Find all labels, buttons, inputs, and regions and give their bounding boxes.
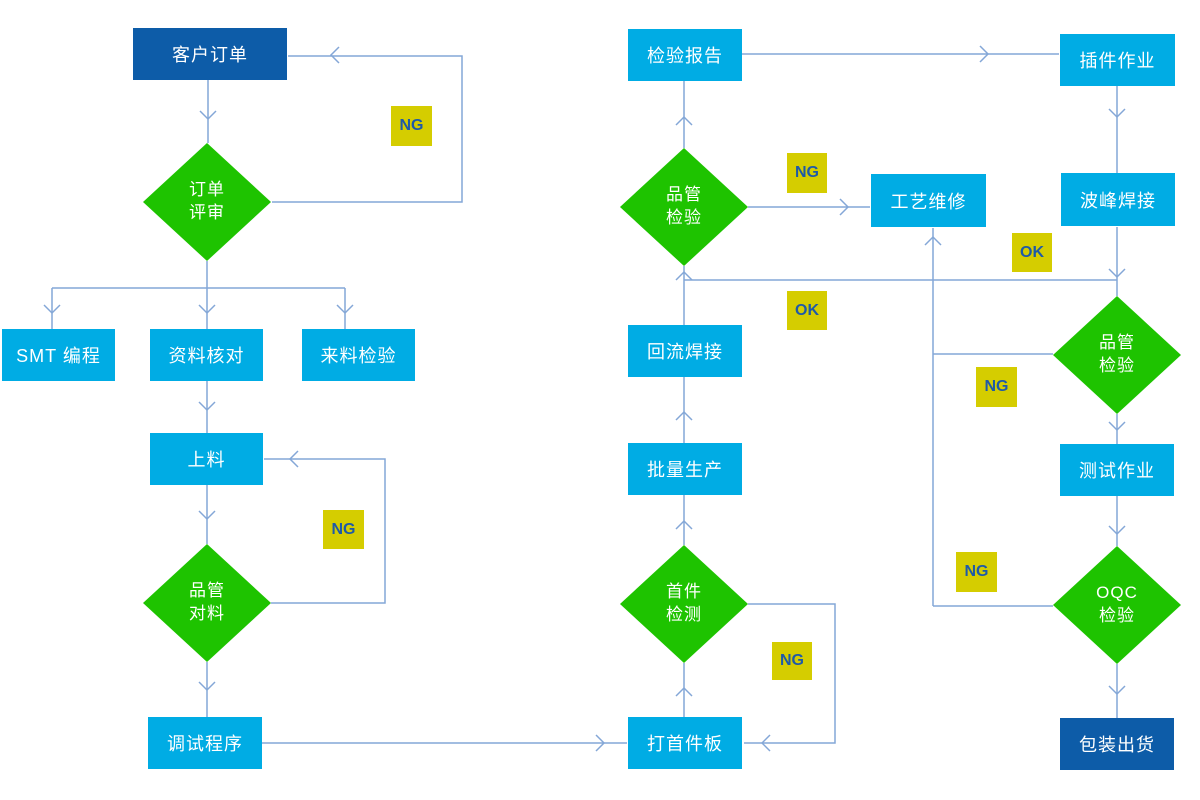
badge-ng-qc-smt: NG [787,153,827,193]
badge-ng-qc-dip: NG [976,367,1017,407]
badge-ng-oqc: NG [956,552,997,592]
node-inspection-report: 检验报告 [628,29,742,81]
badge-ng-order-review: NG [391,106,432,146]
badge-ok-qc-smt: OK [787,291,827,330]
node-smt-programming: SMT 编程 [2,329,115,381]
node-wave-soldering: 波峰焊接 [1061,173,1175,226]
node-data-check: 资料核对 [150,329,263,381]
arrowheads [43,45,1126,752]
node-process-repair: 工艺维修 [871,174,986,227]
node-first-article-board: 打首件板 [628,717,742,769]
badge-ok-wave-soldering: OK [1012,233,1052,272]
node-dip-insertion: 插件作业 [1060,34,1175,86]
node-loading: 上料 [150,433,263,485]
badge-ng-qc-material: NG [323,510,364,549]
node-reflow-soldering: 回流焊接 [628,325,742,377]
node-testing: 测试作业 [1060,444,1174,496]
node-packing-shipping: 包装出货 [1060,718,1174,770]
badge-ng-first-article: NG [772,642,812,680]
node-customer-order: 客户订单 [133,28,287,80]
node-incoming-inspection: 来料检验 [302,329,415,381]
node-batch-production: 批量生产 [628,443,742,495]
node-debug-program: 调试程序 [148,717,262,769]
